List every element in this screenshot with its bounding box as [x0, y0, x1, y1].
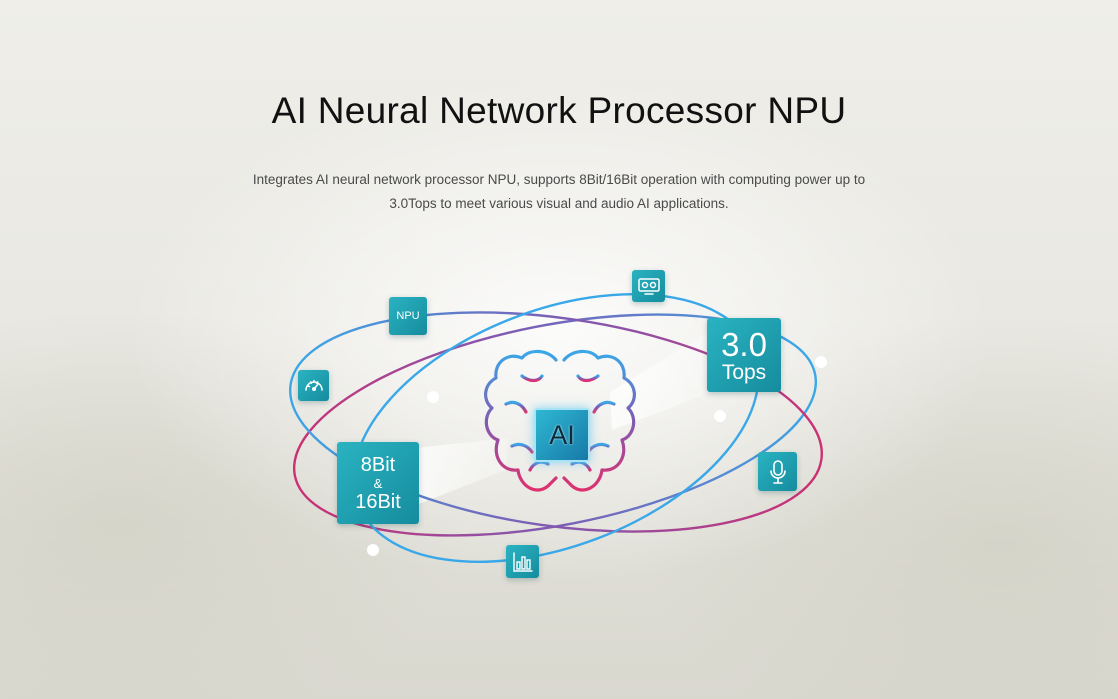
microphone-badge	[758, 452, 797, 491]
gauge-icon	[304, 379, 323, 391]
tops-value: 3.0	[721, 325, 767, 363]
page-description: Integrates AI neural network processor N…	[252, 172, 866, 211]
orbit-dot	[815, 356, 827, 368]
npu-badge: NPU	[389, 297, 427, 335]
bits-ampersand: &	[373, 475, 383, 491]
camera-icon	[637, 278, 660, 295]
orbit-ring-1	[292, 313, 818, 537]
bar-chart-icon	[512, 551, 533, 572]
brain-icon	[484, 349, 636, 508]
tops-badge: 3.0 Tops	[707, 318, 781, 392]
gauge-badge	[298, 370, 329, 401]
bits-badge: 8Bit & 16Bit	[337, 442, 419, 524]
light-beam-left	[416, 438, 508, 505]
ai-chip-label: AI	[549, 419, 575, 450]
page-title: AI Neural Network Processor NPU	[271, 90, 847, 131]
bits-first: 8Bit	[360, 453, 396, 476]
ai-chip: AI	[534, 408, 590, 462]
camera-badge	[632, 270, 665, 302]
tops-unit: Tops	[721, 360, 767, 384]
orbit-dot	[714, 410, 726, 422]
orbit-dot	[427, 391, 439, 403]
orbit-dot	[367, 544, 379, 556]
npu-label: NPU	[396, 310, 420, 322]
chart-badge	[506, 545, 539, 578]
microphone-icon	[769, 459, 786, 484]
bits-second: 16Bit	[355, 490, 401, 513]
orbit-ring-2	[289, 311, 823, 533]
light-beam-right	[610, 330, 712, 430]
